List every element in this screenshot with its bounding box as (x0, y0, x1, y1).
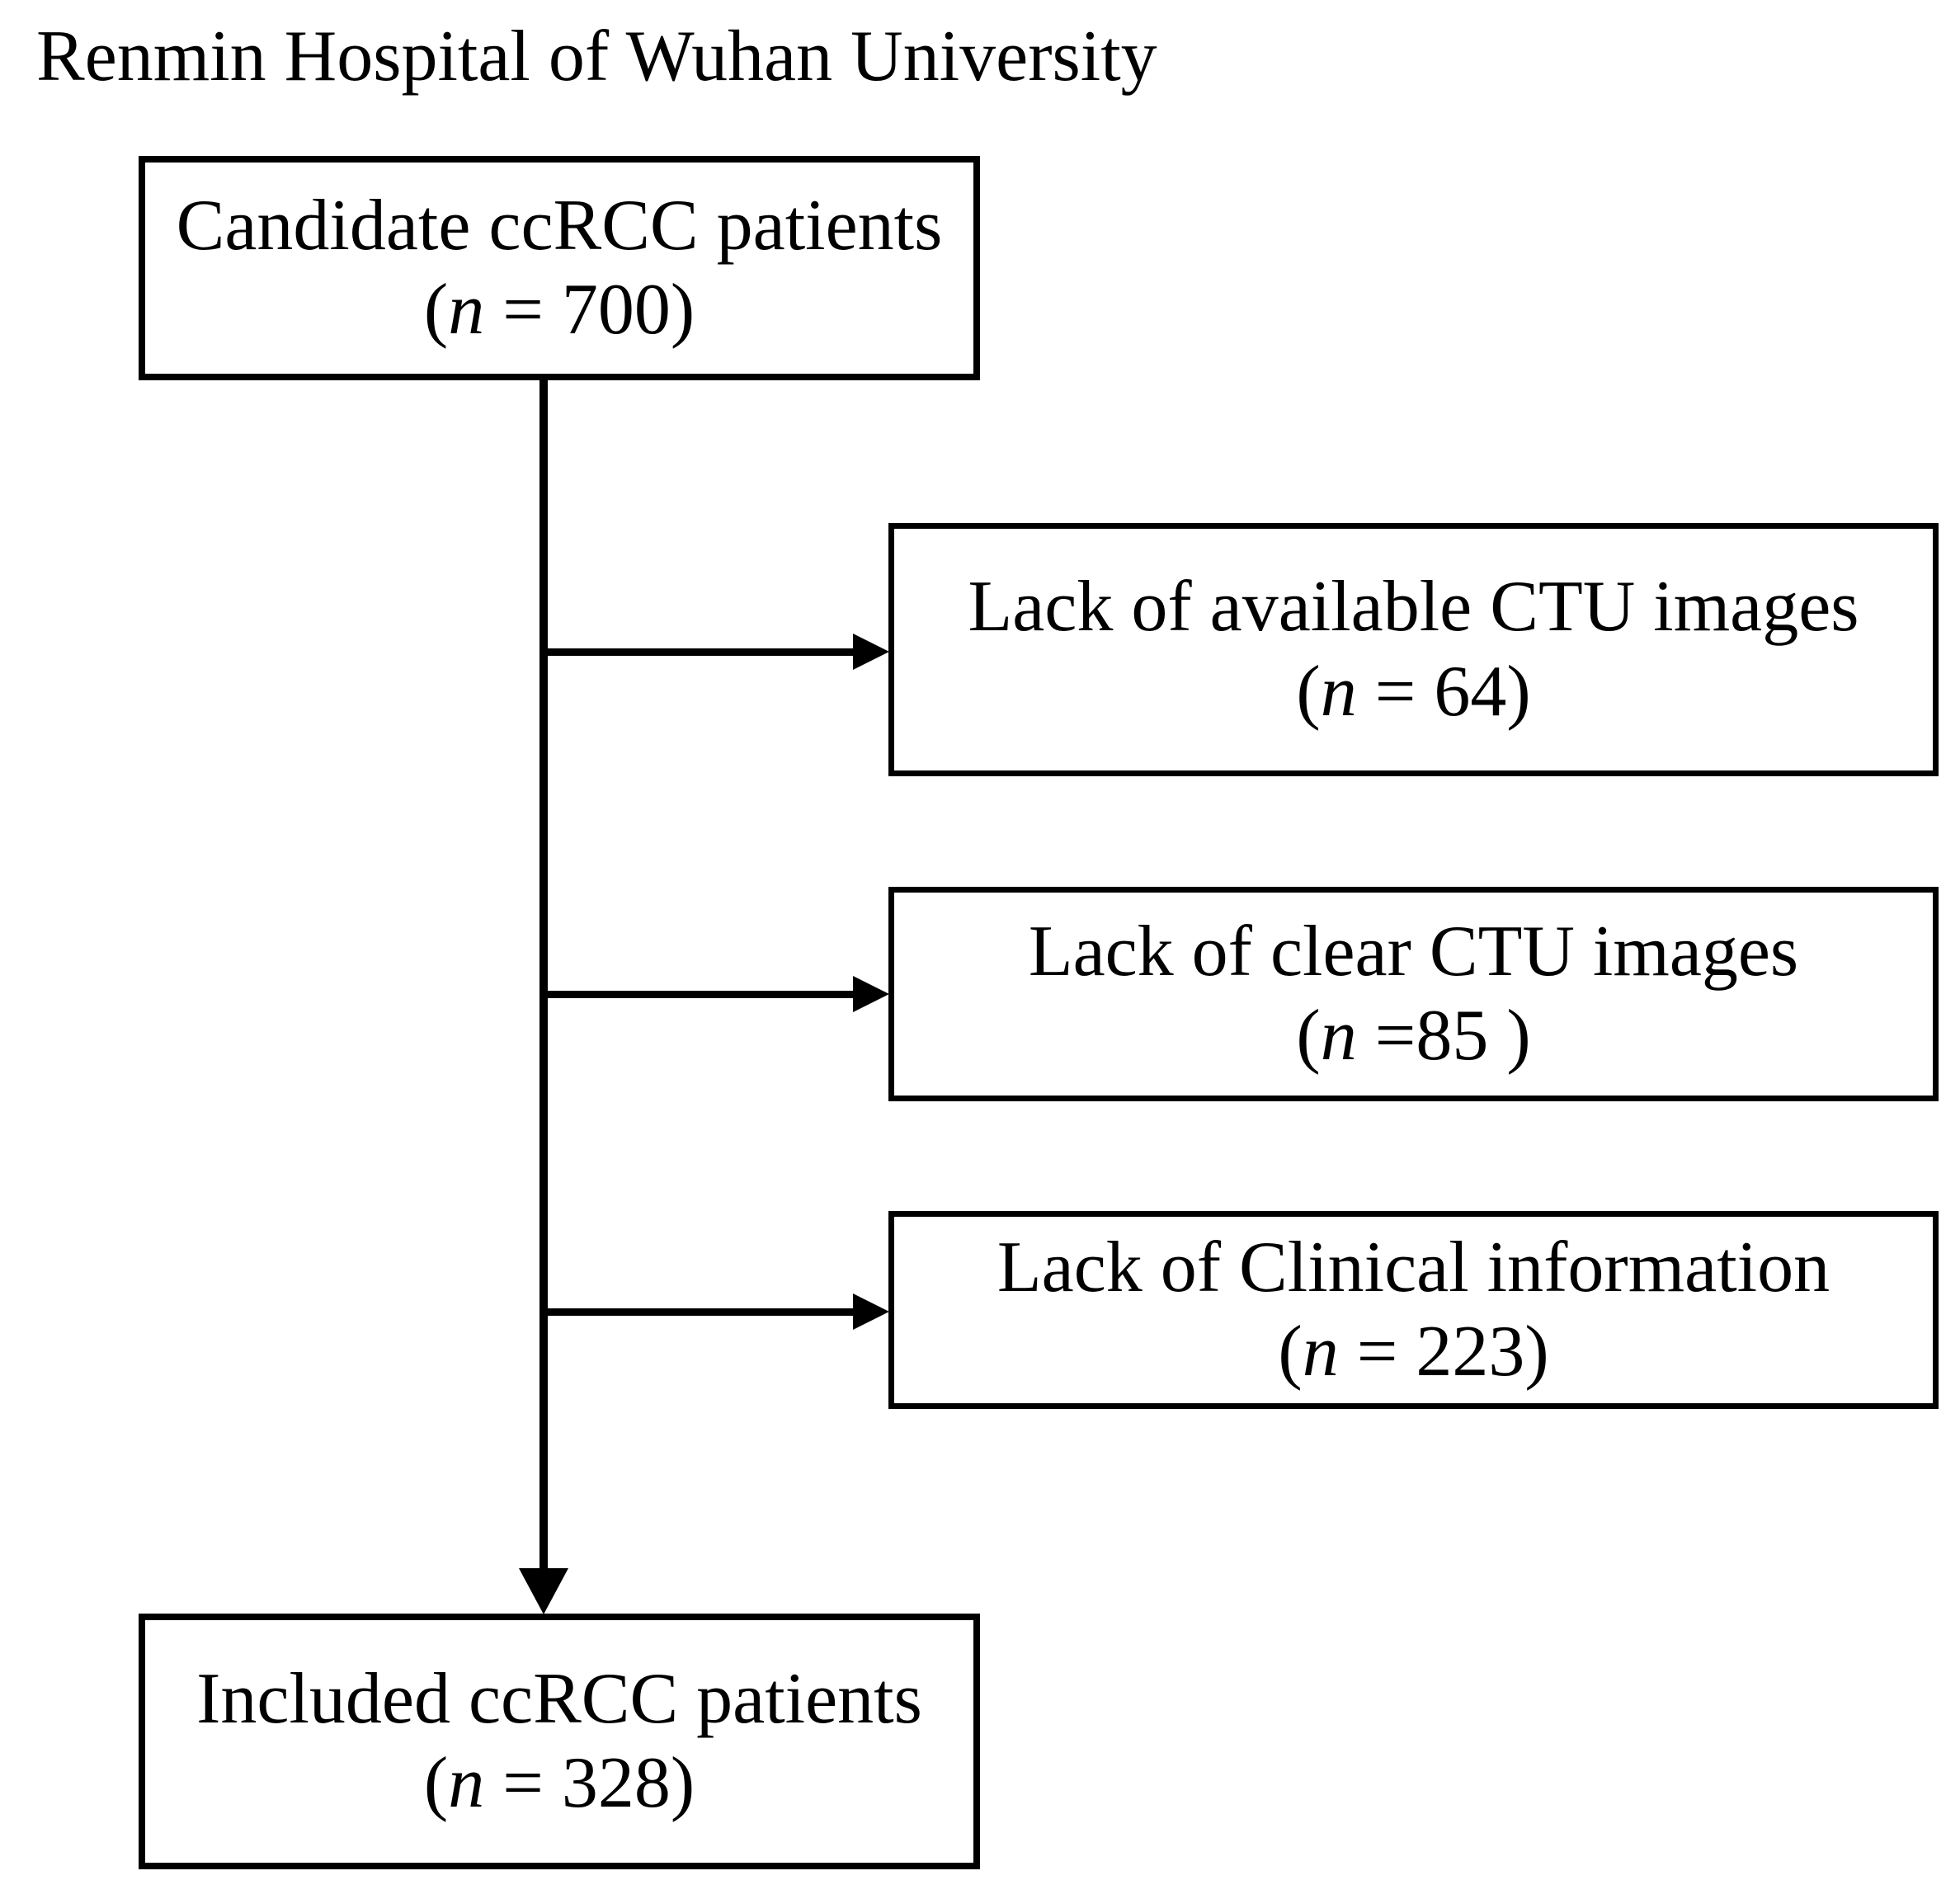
box-lack-available-ctu-images: Lack of available CTU images (n = 64) (888, 523, 1939, 776)
box-label: Lack of clear CTU images (1028, 911, 1799, 992)
count-n-variable: n (448, 1743, 485, 1823)
box-count: (n = 223) (1278, 1310, 1548, 1394)
box-candidate-ccrcc-patients: Candidate ccRCC patients (n = 700) (139, 156, 980, 380)
box-lack-clear-ctu-images: Lack of clear CTU images (n =85 ) (888, 887, 1939, 1101)
count-open-paren: ( (423, 1743, 449, 1823)
count-value: = 328) (484, 1743, 695, 1823)
box-count: (n = 64) (1296, 650, 1530, 734)
count-n-variable: n (1302, 1312, 1339, 1392)
box-count: (n = 328) (424, 1741, 695, 1826)
count-value: = 64) (1356, 651, 1531, 732)
count-n-variable: n (1320, 996, 1357, 1076)
count-value: = 223) (1338, 1312, 1549, 1392)
box-lack-clinical-information: Lack of Clinical information (n = 223) (888, 1211, 1939, 1409)
box-label: Lack of available CTU images (968, 567, 1859, 648)
arrowhead-right-icon (853, 1293, 889, 1330)
box-label: Included ccRCC patients (196, 1658, 922, 1739)
box-label: Candidate ccRCC patients (176, 185, 943, 266)
arrowhead-down-icon (519, 1568, 568, 1614)
count-open-paren: ( (1278, 1312, 1303, 1392)
box-count: (n = 700) (424, 268, 695, 352)
box-label: Lack of Clinical information (996, 1227, 1830, 1308)
count-n-variable: n (1320, 651, 1357, 732)
box-included-ccrcc-patients: Included ccRCC patients (n = 328) (139, 1614, 980, 1869)
connector-branch-line-2 (539, 991, 854, 998)
count-open-paren: ( (423, 270, 449, 350)
count-n-variable: n (448, 270, 485, 350)
figure-title: Renmin Hospital of Wuhan University (36, 16, 1157, 97)
connector-vertical-line (539, 380, 548, 1572)
connector-branch-line-1 (539, 648, 854, 656)
box-count: (n =85 ) (1296, 994, 1530, 1078)
count-open-paren: ( (1296, 996, 1321, 1076)
count-value: = 700) (484, 270, 695, 350)
count-value: =85 ) (1356, 996, 1531, 1076)
arrowhead-right-icon (853, 976, 889, 1012)
connector-branch-line-3 (539, 1308, 854, 1316)
count-open-paren: ( (1296, 651, 1321, 732)
arrowhead-right-icon (853, 634, 889, 670)
